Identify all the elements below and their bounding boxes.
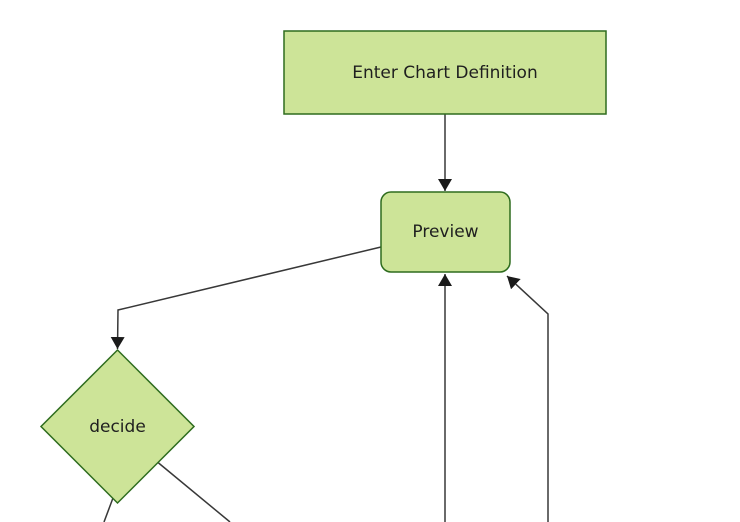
node-preview: Preview xyxy=(380,191,511,273)
preview-label: Preview xyxy=(412,222,478,242)
node-decide: decide xyxy=(39,348,196,505)
enter-chart-definition-label: Enter Chart Definition xyxy=(352,63,537,83)
decide-diamond xyxy=(39,348,196,505)
enter-chart-definition-box xyxy=(283,30,607,115)
edge-offscreen-to-preview-bottom-right xyxy=(506,275,549,522)
edge-decide-to-offscreen-right xyxy=(157,461,231,522)
node-enter-chart-definition: Enter Chart Definition xyxy=(283,30,607,115)
decide-label: decide xyxy=(89,417,146,437)
preview-box xyxy=(380,191,511,273)
edge-preview-to-decide xyxy=(110,246,382,350)
edge-decide-to-offscreen-left xyxy=(103,497,114,522)
